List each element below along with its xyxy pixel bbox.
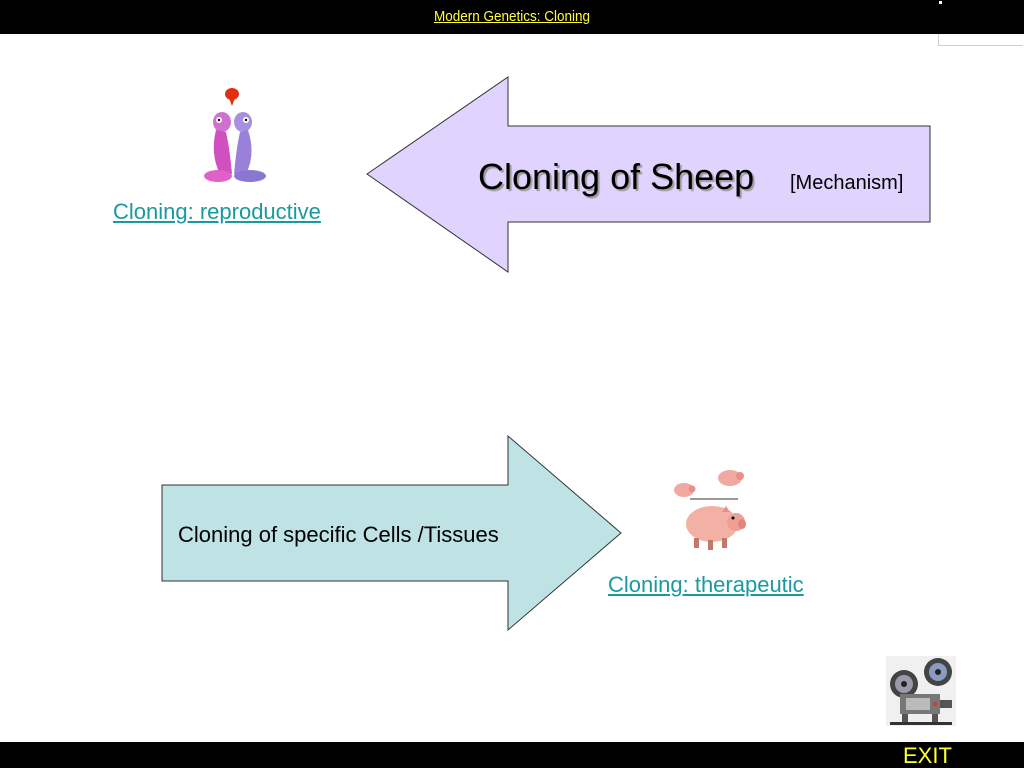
flying-pigs-icon — [660, 462, 752, 554]
sheep-arrow[interactable] — [366, 76, 931, 273]
top-dot — [939, 1, 942, 4]
sheep-arrow-title: Cloning of Sheep — [478, 156, 755, 197]
link-cloning-therapeutic[interactable]: Cloning: therapeutic — [608, 572, 804, 597]
film-projector-icon[interactable] — [886, 656, 956, 726]
link-cloning-reproductive[interactable]: Cloning: reproductive — [113, 199, 321, 224]
top-bar — [0, 0, 1024, 34]
cells-arrow[interactable] — [161, 434, 622, 632]
cells-arrow-title: Cloning of specific Cells /Tissues — [178, 522, 499, 547]
sheep-arrow-subtitle: [Mechanism] — [790, 172, 904, 194]
bottom-bar — [0, 742, 1024, 768]
slide-title-link[interactable]: Modern Genetics: Cloning — [433, 8, 591, 25]
exit-button[interactable]: EXIT — [903, 743, 952, 768]
top-right-box — [938, 34, 1023, 46]
cloned-creatures-icon — [196, 84, 282, 184]
